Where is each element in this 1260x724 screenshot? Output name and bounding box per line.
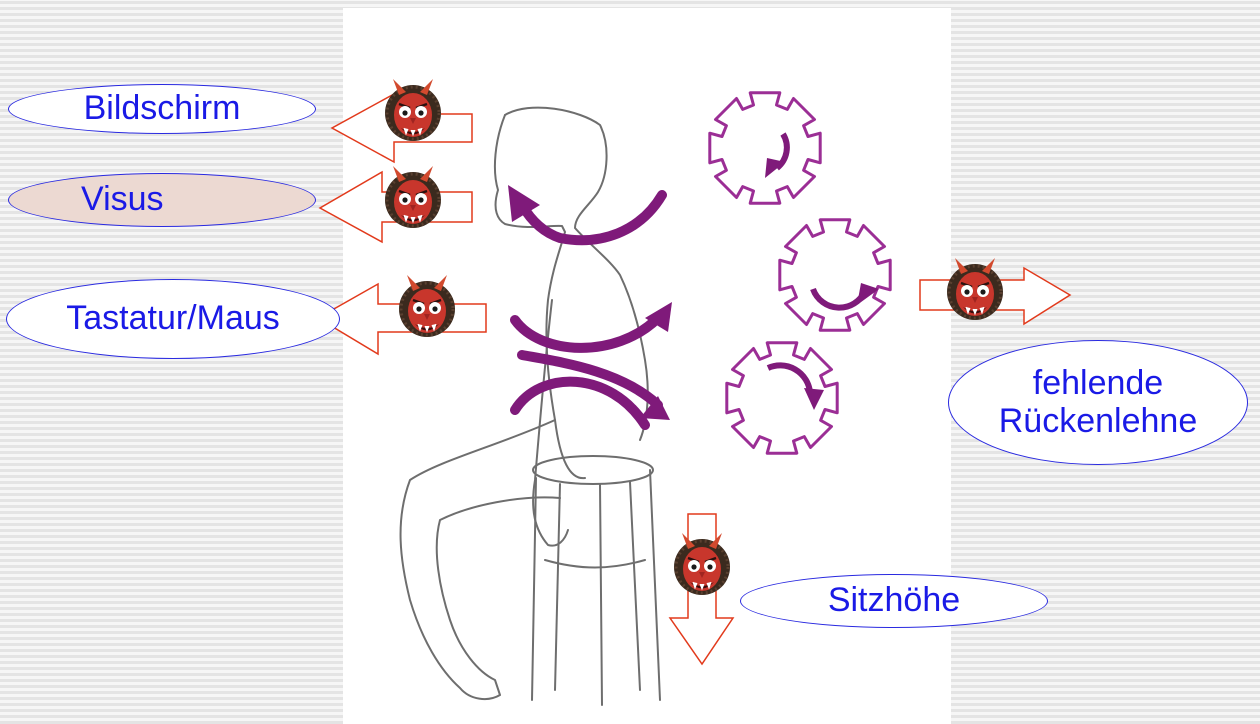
demon-mask-icon bbox=[385, 166, 441, 228]
label-sitzhoehe-text: Sitzhöhe bbox=[828, 582, 960, 619]
label-bildschirm: Bildschirm bbox=[8, 84, 316, 134]
label-visus-text: Visus bbox=[81, 181, 164, 218]
label-tastatur-maus: Tastatur/Maus bbox=[6, 279, 340, 359]
demon-mask-icon bbox=[399, 275, 455, 337]
label-sitzhoehe: Sitzhöhe bbox=[740, 574, 1048, 628]
motion-arrows bbox=[515, 195, 662, 425]
label-bildschirm-text: Bildschirm bbox=[84, 90, 241, 127]
label-visus: Visus bbox=[8, 173, 316, 227]
gear-icon bbox=[727, 343, 837, 453]
label-fehlende-rueckenlehne: fehlende Rückenlehne bbox=[948, 340, 1248, 465]
demon-mask-icon bbox=[674, 533, 730, 595]
label-backrest-line1: fehlende bbox=[1033, 365, 1163, 402]
demon-mask-icon bbox=[947, 258, 1003, 320]
gear-icon bbox=[780, 220, 890, 330]
gear-icon bbox=[710, 93, 820, 203]
label-backrest-line2: Rückenlehne bbox=[999, 403, 1197, 440]
demon-mask-icon bbox=[385, 79, 441, 141]
label-tastatur-maus-text: Tastatur/Maus bbox=[66, 300, 280, 337]
